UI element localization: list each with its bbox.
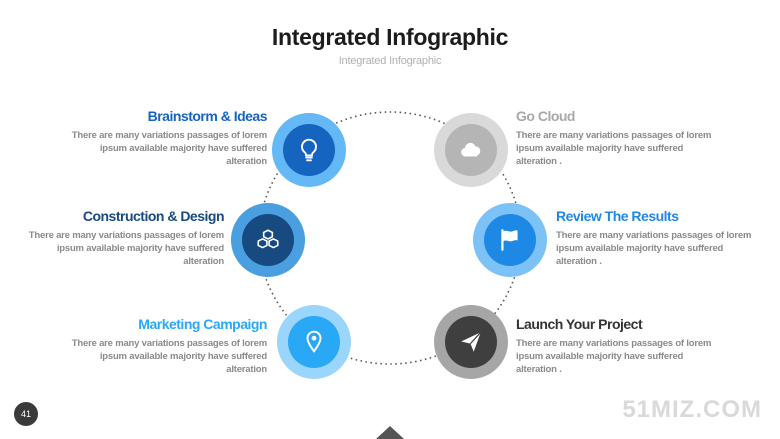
marketing-desc: There are many variations passages of lo…: [71, 338, 267, 375]
review-heading: Review The Results: [556, 208, 679, 224]
cloud-icon: [461, 142, 481, 157]
brainstorm-heading: Brainstorm & Ideas: [147, 108, 268, 124]
go-cloud-block: Go Cloud There are many variations passa…: [516, 108, 756, 168]
construction-heading: Construction & Design: [82, 208, 225, 224]
flag-icon: [501, 229, 518, 251]
brainstorm-block: Brainstorm & Ideas There are many variat…: [27, 108, 268, 168]
construction-node: [231, 203, 305, 277]
marketing-block: Marketing Campaign There are many variat…: [27, 316, 268, 376]
review-block: Review The Results There are many variat…: [556, 208, 780, 268]
go-cloud-node: [434, 113, 508, 187]
watermark: 51MIZ.COM: [622, 396, 762, 423]
construction-block: Construction & Design There are many var…: [0, 208, 225, 268]
cubes-icon: [257, 229, 279, 249]
paper-plane-icon: [461, 331, 482, 352]
page-title: Integrated Infographic: [271, 24, 509, 50]
construction-desc: There are many variations passages of lo…: [28, 230, 224, 267]
bottom-triangle-marker: [376, 426, 404, 439]
marketing-node: [277, 305, 351, 379]
review-desc: There are many variations passages of lo…: [556, 230, 752, 267]
brainstorm-node: [272, 113, 346, 187]
marketing-heading: Marketing Campaign: [138, 316, 267, 332]
brainstorm-desc: There are many variations passages of lo…: [71, 130, 267, 167]
review-node: [473, 203, 547, 277]
launch-node: [434, 305, 508, 379]
go-cloud-desc: There are many variations passages of lo…: [516, 130, 712, 167]
launch-heading: Launch Your Project: [516, 316, 643, 332]
launch-block: Launch Your Project There are many varia…: [516, 316, 756, 376]
map-pin-icon: [306, 330, 322, 353]
page-number-badge: 41: [14, 402, 38, 426]
lightbulb-icon: [300, 138, 318, 162]
page-subtitle: Integrated Infographic: [338, 55, 442, 67]
go-cloud-heading: Go Cloud: [516, 108, 576, 124]
launch-desc: There are many variations passages of lo…: [516, 338, 712, 375]
